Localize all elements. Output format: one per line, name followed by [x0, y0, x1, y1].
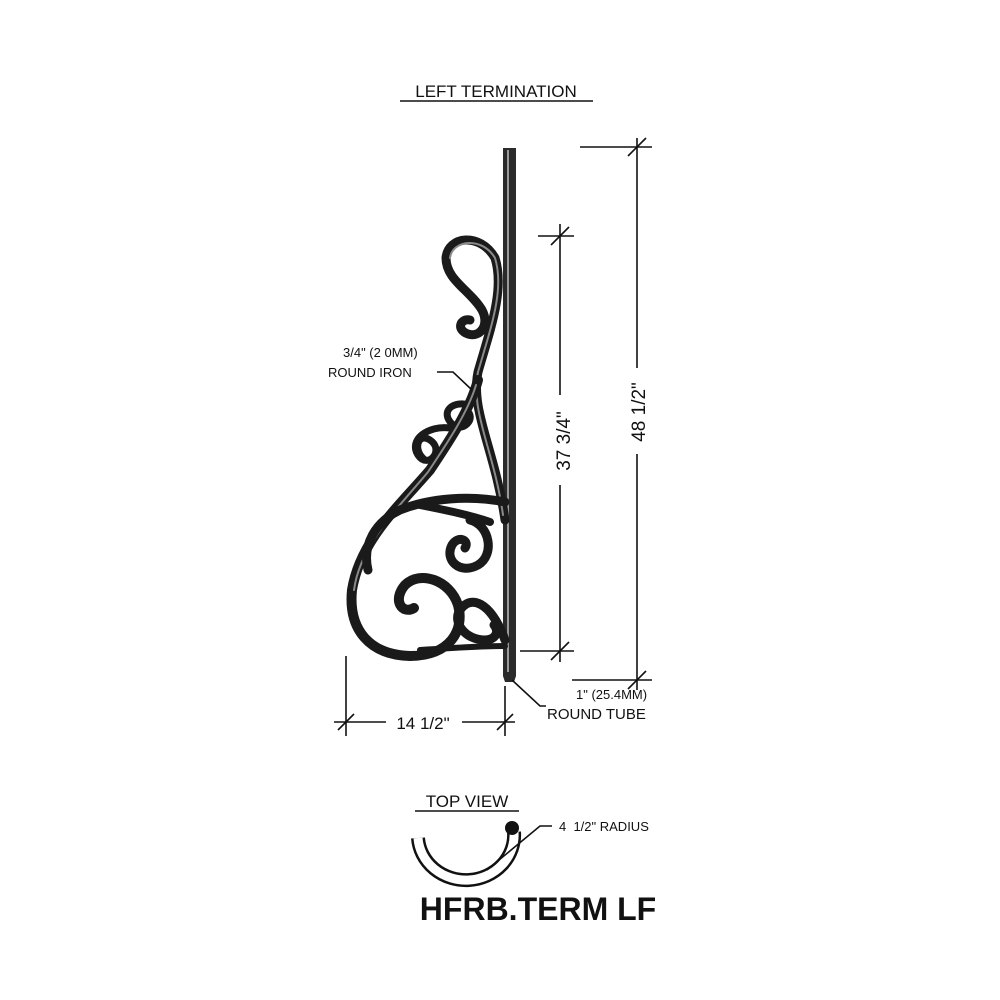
twist-knot	[411, 400, 474, 464]
tube-callout-line1: 1" (25.4MM)	[576, 687, 647, 702]
scroll-baluster-drawing	[346, 148, 516, 682]
projection-value: 14 1/2"	[396, 714, 449, 733]
bottom-rail	[417, 643, 508, 653]
scroll-height-value: 37 3/4"	[554, 411, 575, 471]
tube-callout-line2: ROUND TUBE	[547, 706, 646, 723]
iron-leader	[437, 371, 473, 391]
tube-leader	[511, 679, 546, 707]
tube-plan-dot	[505, 821, 519, 835]
semicircle-plan-icon	[411, 821, 522, 888]
radius-leader	[486, 825, 552, 871]
part-number: HFRB.TERM LF	[420, 891, 656, 927]
radius-label: 4 1/2" RADIUS	[559, 819, 649, 834]
dim-scroll-height: 37 3/4"	[520, 224, 575, 662]
top-view-title: TOP VIEW	[426, 792, 509, 811]
overall-height-value: 48 1/2"	[629, 382, 650, 442]
round-tube	[503, 148, 516, 676]
iron-callout-line1: 3/4" (2 0MM)	[343, 345, 418, 360]
middle-scroll-link	[416, 501, 494, 526]
drawing-title: LEFT TERMINATION	[415, 82, 577, 101]
middle-scroll	[362, 493, 510, 575]
dim-overall-height: 48 1/2"	[572, 137, 652, 690]
dim-projection: 14 1/2"	[334, 656, 515, 736]
iron-callout-line2: ROUND IRON	[328, 365, 412, 380]
bottom-scroll	[453, 597, 510, 645]
